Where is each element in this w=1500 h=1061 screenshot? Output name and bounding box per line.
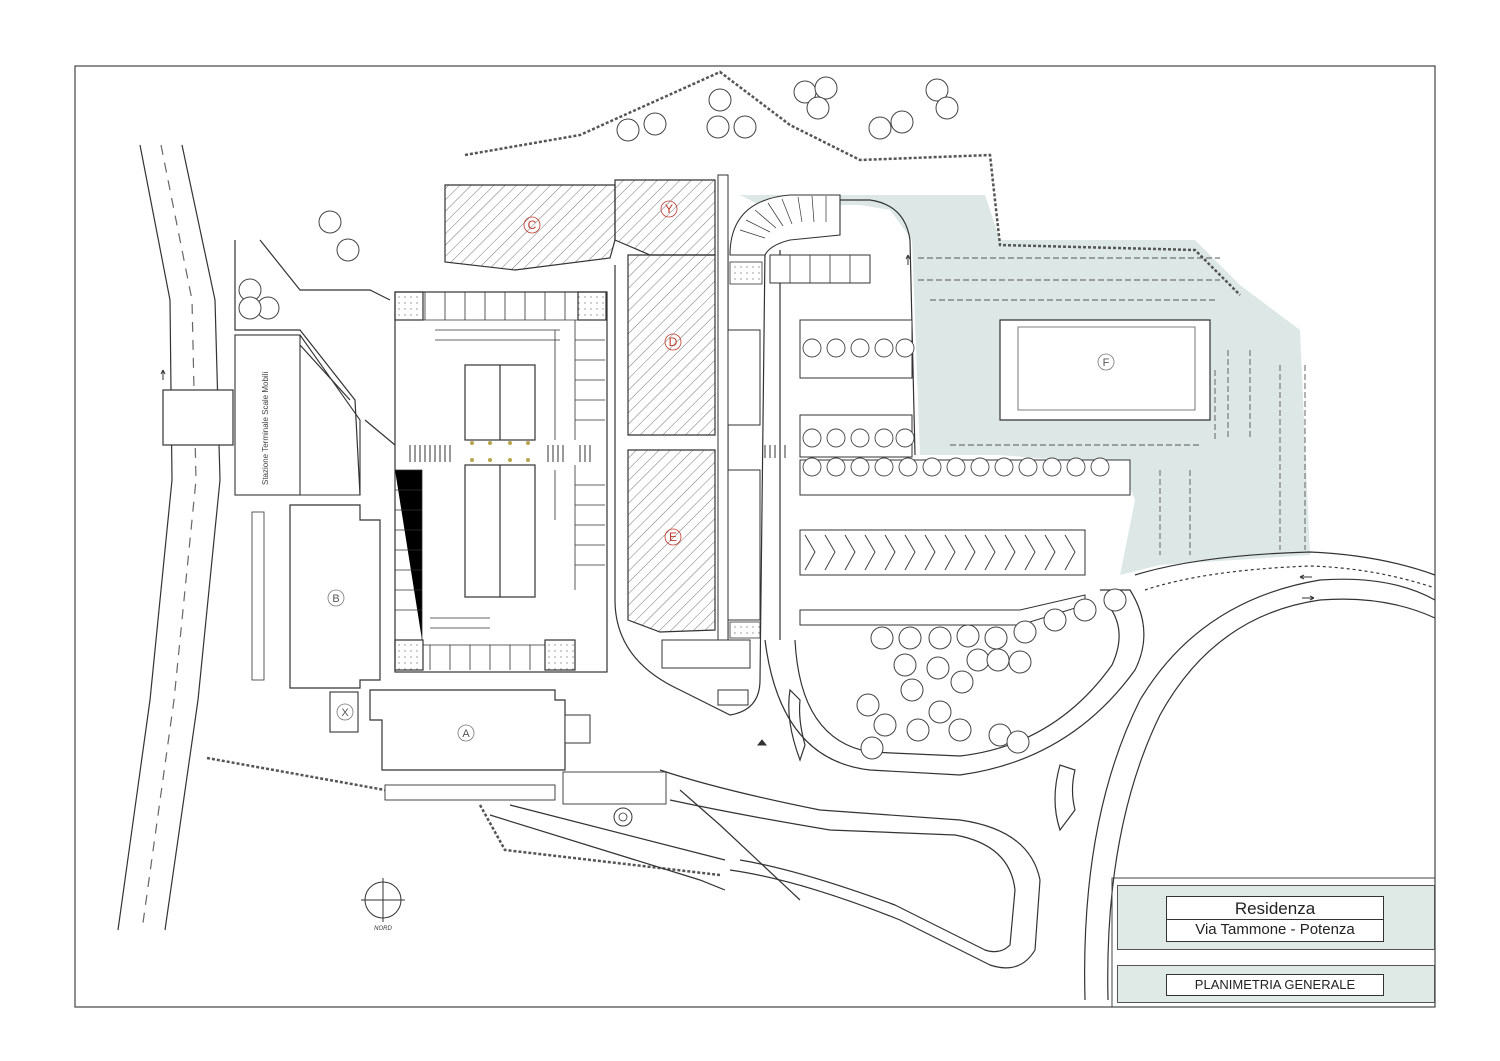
central-crosswalk: [409, 445, 786, 462]
building-x-marker: [336, 703, 354, 721]
building-y-label: Y: [665, 202, 673, 216]
east-road-loop: [764, 551, 1436, 1001]
building-b-parking: [251, 511, 265, 681]
building-f-marker: [1097, 353, 1115, 371]
chevron-parking: [804, 534, 1076, 571]
building-y-footprint: [614, 179, 716, 256]
building-a-label: A: [462, 728, 470, 740]
building-e-footprint: [627, 449, 716, 633]
building-e-marker: [664, 528, 682, 546]
north-boundary-wall: [464, 70, 1241, 296]
parking-stalls-f: [918, 257, 1306, 555]
building-c-marker: [523, 216, 541, 234]
escalator-station: [234, 334, 361, 496]
traffic-arrows: [160, 254, 1315, 746]
building-x-label: X: [341, 707, 349, 719]
building-b-label: B: [332, 593, 339, 605]
curved-ramp: [729, 194, 841, 256]
north-parking-stalls: [789, 255, 851, 283]
bollards-row: [470, 441, 530, 462]
north-label: NORD: [374, 926, 392, 932]
title-block-header: Residenza Via Tammone - Potenza: [1117, 885, 1435, 950]
drawing-title: PLANIMETRIA GENERALE: [1194, 977, 1356, 992]
north-dotted-patch-1: [729, 261, 763, 285]
building-a-marker: [457, 724, 475, 742]
main-road-left: [117, 144, 234, 931]
building-c-label: C: [528, 218, 537, 232]
project-name: Residenza: [1234, 899, 1316, 918]
title-block-footer: PLANIMETRIA GENERALE: [1117, 965, 1435, 1003]
south-boundary-wall: [206, 756, 386, 792]
building-e-label: E: [669, 530, 677, 544]
parking-row-de: [661, 174, 761, 706]
central-parking-block: [394, 291, 608, 673]
station-label: Stazione Terminale Scale Mobili: [261, 372, 270, 485]
building-d-footprint: [627, 254, 716, 436]
north-parking-bay: [769, 254, 871, 284]
title-block-name-box: Residenza Via Tammone - Potenza: [1166, 896, 1384, 942]
drawing-title-box: PLANIMETRIA GENERALE: [1166, 974, 1384, 996]
tree-group-north: [238, 76, 959, 320]
title-block-frame: [1111, 877, 1436, 1008]
central-parking-stalls: [395, 292, 605, 670]
building-f-inner: [1017, 326, 1196, 411]
building-f-label: F: [1103, 357, 1110, 369]
north-compass: [361, 878, 405, 922]
tree-park-southeast: [856, 588, 1127, 760]
south-dotted-patch: [729, 621, 761, 639]
project-address: Via Tammone - Potenza: [1167, 919, 1383, 940]
south-ramp-wall: [478, 804, 721, 877]
east-parking-trees: [802, 338, 1110, 477]
building-y-marker: [660, 200, 678, 218]
southern-access-road: [489, 769, 1041, 969]
building-a-annex: [564, 714, 591, 744]
drawing-frame: [74, 65, 1436, 1008]
building-d-marker: [664, 333, 682, 351]
building-d-label: D: [669, 335, 678, 349]
curved-ramp-steps: [739, 195, 827, 239]
south-parking-row: [384, 771, 667, 805]
building-b-marker: [327, 589, 345, 607]
spiral-stair-inner: [618, 812, 628, 822]
west-access-road: [234, 239, 396, 496]
